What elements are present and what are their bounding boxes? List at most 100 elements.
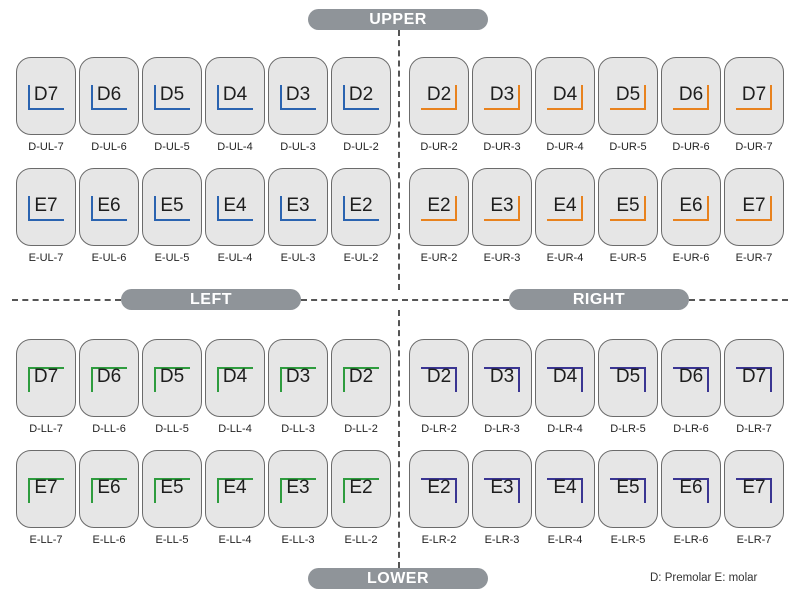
bracket-icon [217, 196, 253, 221]
tooth-label: E-LL-3 [281, 534, 315, 546]
tooth-tile-lr-e6: E6 [661, 450, 721, 528]
bracket-icon [28, 85, 64, 110]
tooth-tile-ur-d5: D5 [598, 57, 658, 135]
tooth-code: E5 [616, 195, 640, 216]
tooth-label: E-UL-2 [343, 252, 379, 264]
bracket-icon [421, 85, 457, 110]
tooth-code: E4 [553, 195, 577, 216]
tooth-label: D-UL-6 [91, 141, 127, 153]
tooth-code: D6 [678, 84, 704, 105]
tooth-label: D-LR-3 [484, 423, 520, 435]
tooth-tile-ul-d4: D4 [205, 57, 265, 135]
tooth-label: E-UL-5 [154, 252, 190, 264]
bracket-icon [736, 478, 772, 503]
tooth-code: D4 [552, 84, 578, 105]
bracket-icon [343, 478, 379, 503]
tooth-tile-lr-e3: E3 [472, 450, 532, 528]
tooth-label: D-UL-5 [154, 141, 190, 153]
tooth-tile-ur-d6: D6 [661, 57, 721, 135]
bracket-icon [610, 85, 646, 110]
tooth-label: D-LR-6 [673, 423, 709, 435]
tooth-tile-ul-e4: E4 [205, 168, 265, 246]
tooth-code: E6 [97, 195, 121, 216]
tooth-label: D-UR-7 [735, 141, 773, 153]
tooth-code: E6 [679, 195, 703, 216]
tooth-code: D5 [615, 366, 641, 387]
bracket-icon [154, 478, 190, 503]
tooth-code: E5 [616, 477, 640, 498]
tooth-tile-ur-d2: D2 [409, 57, 469, 135]
tooth-tile-ll-d5: D5 [142, 339, 202, 417]
tooth-label: E-UL-7 [28, 252, 64, 264]
tooth-code: E7 [742, 195, 766, 216]
tooth-label: D-UR-6 [672, 141, 710, 153]
bracket-icon [154, 196, 190, 221]
bracket-icon [484, 85, 520, 110]
tooth-code: E7 [34, 195, 58, 216]
bracket-icon [484, 367, 520, 392]
tooth-label: D-UR-3 [483, 141, 521, 153]
tooth-tile-ur-e4: E4 [535, 168, 595, 246]
tooth-label: D-LL-5 [155, 423, 189, 435]
tooth-tile-ll-d2: D2 [331, 339, 391, 417]
bracket-icon [547, 367, 583, 392]
tooth-tile-ur-e6: E6 [661, 168, 721, 246]
bracket-icon [28, 478, 64, 503]
tooth-label: E-LL-4 [218, 534, 252, 546]
horizontal-divider-left [12, 299, 121, 301]
tooth-code: E4 [223, 477, 247, 498]
tooth-tile-ll-d4: D4 [205, 339, 265, 417]
bracket-icon [736, 367, 772, 392]
tooth-code: D2 [348, 366, 374, 387]
bracket-icon [217, 85, 253, 110]
bracket-icon [673, 478, 709, 503]
tooth-code: D2 [348, 84, 374, 105]
tooth-label: E-UR-4 [546, 252, 584, 264]
tooth-tile-ur-d7: D7 [724, 57, 784, 135]
tooth-label: E-LL-6 [92, 534, 126, 546]
tooth-tile-ul-d2: D2 [331, 57, 391, 135]
tooth-code: D5 [615, 84, 641, 105]
bracket-icon [28, 196, 64, 221]
bracket-icon [610, 196, 646, 221]
horizontal-divider-center [301, 299, 509, 301]
tooth-label: E-LL-2 [344, 534, 378, 546]
lower-header: LOWER [308, 568, 488, 589]
tooth-label: E-LR-2 [421, 534, 457, 546]
tooth-code: E3 [490, 477, 514, 498]
tooth-tile-ul-e3: E3 [268, 168, 328, 246]
bracket-icon [547, 478, 583, 503]
tooth-label: D-UL-2 [343, 141, 379, 153]
vertical-divider-bottom [398, 310, 400, 568]
bracket-icon [280, 478, 316, 503]
tooth-tile-lr-d3: D3 [472, 339, 532, 417]
tooth-tile-lr-e5: E5 [598, 450, 658, 528]
tooth-code: E7 [34, 477, 58, 498]
bracket-icon [610, 367, 646, 392]
tooth-label: D-UL-4 [217, 141, 253, 153]
bracket-icon [154, 85, 190, 110]
tooth-code: E5 [160, 195, 184, 216]
tooth-code: D7 [33, 366, 59, 387]
tooth-code: E4 [223, 195, 247, 216]
tooth-tile-ll-e2: E2 [331, 450, 391, 528]
bracket-icon [91, 85, 127, 110]
tooth-code: D3 [489, 84, 515, 105]
tooth-label: D-UL-3 [280, 141, 316, 153]
tooth-tile-ll-e5: E5 [142, 450, 202, 528]
tooth-tile-ul-e7: E7 [16, 168, 76, 246]
tooth-code: D4 [222, 366, 248, 387]
tooth-label: E-UR-2 [420, 252, 458, 264]
bracket-icon [547, 85, 583, 110]
tooth-label: D-LL-6 [92, 423, 126, 435]
tooth-tile-ul-e2: E2 [331, 168, 391, 246]
tooth-code: E3 [490, 195, 514, 216]
tooth-code: D7 [741, 84, 767, 105]
tooth-label: E-LR-5 [610, 534, 646, 546]
tooth-code: D2 [426, 366, 452, 387]
bracket-icon [28, 367, 64, 392]
bracket-icon [91, 196, 127, 221]
tooth-tile-ur-e3: E3 [472, 168, 532, 246]
tooth-label: D-LL-4 [218, 423, 252, 435]
tooth-code: E7 [742, 477, 766, 498]
